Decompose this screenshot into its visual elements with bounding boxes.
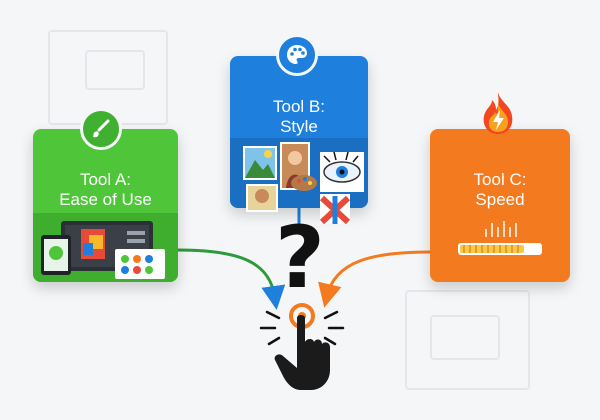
speed-gauge-illustration xyxy=(458,221,542,255)
art-collage-illustration xyxy=(243,142,364,225)
palette-icon xyxy=(276,34,318,76)
tool-c-title-line1: Tool C: xyxy=(473,170,527,189)
tool-a-illustration-area xyxy=(33,213,178,282)
arrow-tool-a xyxy=(177,248,286,310)
tool-a-card: Tool A: Ease of Use xyxy=(33,129,178,282)
arrow-tool-c xyxy=(318,250,431,308)
tool-b-title-line1: Tool B: xyxy=(273,97,325,116)
tool-a-title-line1: Tool A: xyxy=(79,170,132,189)
ui-mockup-illustration xyxy=(41,221,165,279)
flame-lightning-icon xyxy=(483,92,513,134)
tool-c-card: Tool C: Speed xyxy=(430,129,570,282)
background-sketch-right-inner xyxy=(430,315,500,360)
tool-c-title-line2: Speed xyxy=(475,190,525,209)
background-sketch-right xyxy=(405,290,530,390)
background-sketch-left-inner xyxy=(85,50,145,90)
tool-a-title-line2: Ease of Use xyxy=(59,190,152,209)
tool-b-title-line2: Style xyxy=(280,117,318,136)
question-mark: ? xyxy=(275,208,325,308)
pointing-hand-icon xyxy=(259,303,345,390)
paintbrush-icon xyxy=(80,108,122,150)
